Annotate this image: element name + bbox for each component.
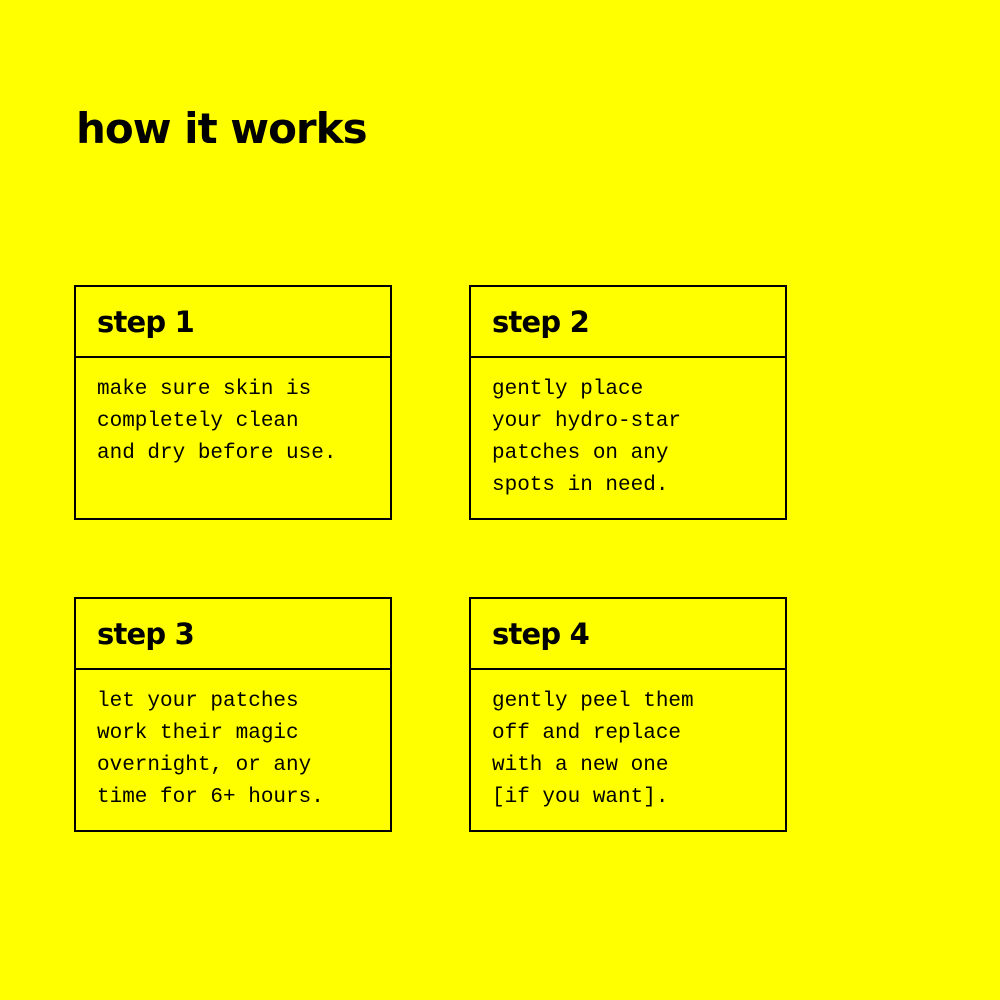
step-body-2: gently place your hydro-star patches on … — [471, 358, 785, 502]
step-header-3: step 3 — [76, 599, 390, 670]
step-header-2: step 2 — [471, 287, 785, 358]
step-description-1: make sure skin is completely clean and d… — [97, 378, 337, 465]
step-description-4: gently peel them off and replace with a … — [492, 690, 694, 809]
step-title-2: step 2 — [492, 304, 590, 339]
step-title-1: step 1 — [97, 304, 195, 339]
step-card-3: step 3 let your patches work their magic… — [74, 597, 392, 832]
step-body-1: make sure skin is completely clean and d… — [76, 358, 390, 470]
step-description-3: let your patches work their magic overni… — [97, 690, 324, 809]
step-body-3: let your patches work their magic overni… — [76, 670, 390, 814]
step-card-4: step 4 gently peel them off and replace … — [469, 597, 787, 832]
step-header-1: step 1 — [76, 287, 390, 358]
page-title: how it works — [76, 104, 368, 153]
step-card-1: step 1 make sure skin is completely clea… — [74, 285, 392, 520]
step-header-4: step 4 — [471, 599, 785, 670]
step-title-4: step 4 — [492, 616, 590, 651]
step-description-2: gently place your hydro-star patches on … — [492, 378, 682, 497]
step-body-4: gently peel them off and replace with a … — [471, 670, 785, 814]
step-title-3: step 3 — [97, 616, 195, 651]
step-card-2: step 2 gently place your hydro-star patc… — [469, 285, 787, 520]
